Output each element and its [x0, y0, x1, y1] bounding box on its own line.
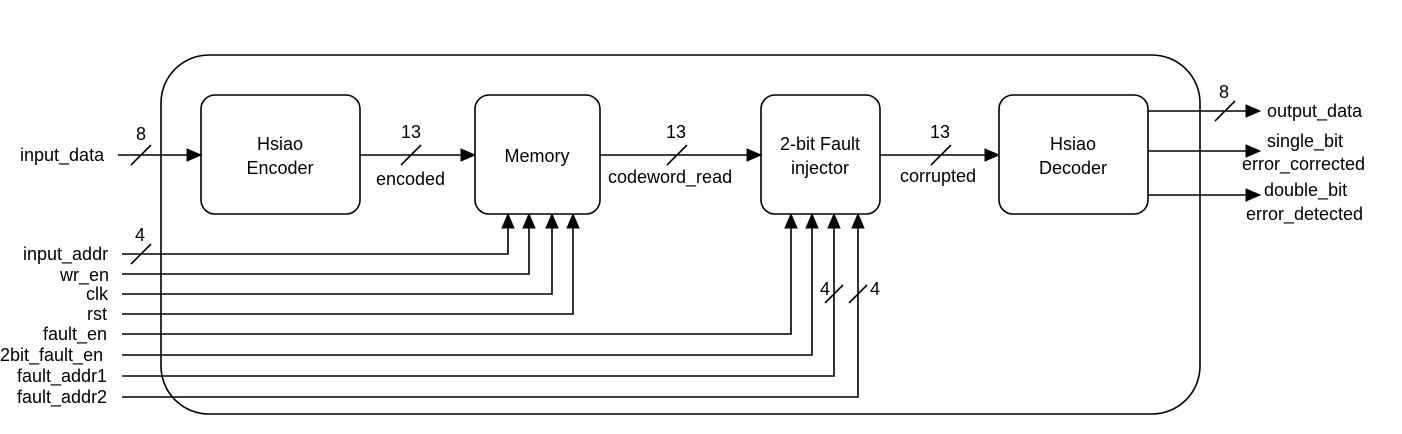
- memory-label: Memory: [504, 146, 569, 166]
- fault-en-wire: fault_en: [43, 212, 798, 345]
- hsiao-encoder-block: Hsiao Encoder: [200, 94, 361, 215]
- rst-wire: rst: [87, 212, 580, 324]
- corrupted-width: 13: [930, 122, 950, 142]
- decoder-label-line1: Hsiao: [1050, 134, 1096, 154]
- encoded-wire: 13 encoded: [360, 122, 477, 189]
- 2bit-fault-en-label: 2bit_fault_en: [0, 345, 103, 366]
- 2bit-fault-en-wire: 2bit_fault_en: [0, 212, 819, 366]
- double-bit-error-wire: double_bit error_detected: [1148, 180, 1363, 225]
- wr-en-label: wr_en: [59, 265, 109, 286]
- encoder-label-line2: Encoder: [246, 158, 313, 178]
- fault-en-label: fault_en: [43, 324, 107, 345]
- input-addr-wire: input_addr 4: [23, 212, 515, 265]
- wr-en-wire: wr_en: [59, 212, 536, 286]
- fault-addr2-wire: fault_addr2 4: [17, 212, 880, 408]
- output-data-wire: 8 output_data: [1148, 82, 1363, 122]
- single-bit-label-line2: error_corrected: [1242, 154, 1365, 175]
- single-bit-label-line1: single_bit: [1267, 131, 1343, 152]
- fault-addr1-wire: fault_addr1 4: [17, 212, 844, 387]
- fault-addr1-label: fault_addr1: [17, 366, 107, 387]
- input-data-label: input_data: [20, 145, 105, 166]
- fault-addr2-label: fault_addr2: [17, 387, 107, 408]
- decoder-label-line2: Decoder: [1039, 158, 1107, 178]
- double-bit-label-line1: double_bit: [1264, 180, 1347, 201]
- encoded-width: 13: [401, 122, 421, 142]
- single-bit-error-wire: single_bit error_corrected: [1148, 131, 1365, 175]
- input-data-width: 8: [136, 124, 146, 144]
- encoder-label-line1: Hsiao: [257, 134, 303, 154]
- rst-label: rst: [87, 304, 107, 324]
- injector-label-line2: injector: [791, 158, 849, 178]
- fault-injector-block: 2-bit Fault injector: [760, 94, 881, 215]
- input-data-wire: input_data 8: [20, 124, 203, 166]
- input-addr-label: input_addr: [23, 244, 108, 265]
- fault-addr1-width: 4: [820, 279, 830, 299]
- clk-label: clk: [86, 284, 109, 304]
- double-bit-label-line2: error_detected: [1246, 204, 1363, 225]
- corrupted-label: corrupted: [900, 166, 976, 186]
- fault-addr2-width: 4: [870, 279, 880, 299]
- codeword-read-width: 13: [666, 122, 686, 142]
- output-data-width: 8: [1219, 82, 1229, 102]
- injector-label-line1: 2-bit Fault: [780, 134, 860, 154]
- codeword-read-label: codeword_read: [608, 167, 732, 188]
- corrupted-wire: 13 corrupted: [880, 122, 1001, 186]
- hsiao-decoder-block: Hsiao Decoder: [998, 94, 1149, 215]
- memory-block: Memory: [474, 94, 601, 215]
- encoded-label: encoded: [376, 169, 445, 189]
- input-addr-width: 4: [135, 225, 145, 245]
- codeword-read-wire: 13 codeword_read: [600, 122, 763, 188]
- clk-wire: clk: [86, 212, 559, 304]
- output-data-label: output_data: [1267, 101, 1363, 122]
